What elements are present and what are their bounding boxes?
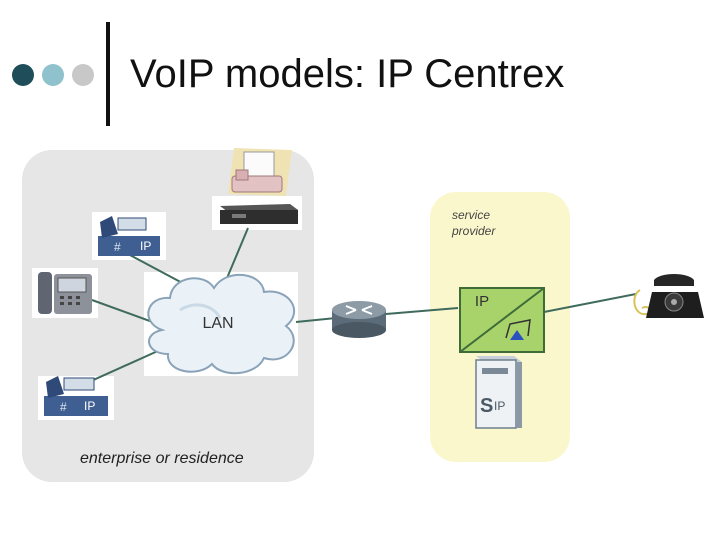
title-bullet-light bbox=[42, 64, 64, 86]
slide-title: VoIP models: IP Centrex bbox=[130, 52, 565, 96]
lan-cloud bbox=[147, 273, 296, 375]
sip-server-icon: S IP bbox=[475, 356, 522, 429]
link-phone1-lan bbox=[127, 253, 189, 287]
link-phone2-lan bbox=[91, 299, 159, 325]
ip-phone-icon-2 bbox=[38, 272, 92, 314]
title-bullet-dark bbox=[12, 64, 34, 86]
title-divider bbox=[106, 22, 110, 126]
fax-icon bbox=[228, 148, 292, 196]
service-provider-caption: service provider bbox=[452, 208, 496, 238]
link-lan-router bbox=[295, 317, 337, 323]
adapter-icon bbox=[220, 204, 298, 224]
ip-phone-icon-1: # IP bbox=[98, 216, 160, 256]
router-icon bbox=[332, 301, 386, 338]
svg-text:IP: IP bbox=[84, 399, 95, 413]
ip-gateway-icon bbox=[459, 287, 545, 353]
gateway-label: IP bbox=[475, 293, 489, 310]
svg-text:S: S bbox=[480, 395, 493, 417]
svg-text:#: # bbox=[60, 400, 67, 414]
enterprise-caption: enterprise or residence bbox=[80, 450, 244, 467]
pstn-phone-icon bbox=[633, 274, 704, 318]
link-router-gateway bbox=[385, 307, 459, 315]
lan-label: LAN bbox=[202, 315, 233, 332]
svg-text:IP: IP bbox=[494, 399, 505, 413]
ip-phone-icon-3: # IP bbox=[44, 376, 108, 416]
svg-text:#: # bbox=[114, 240, 121, 254]
title-bullet-gray bbox=[72, 64, 94, 86]
svg-text:IP: IP bbox=[140, 239, 151, 253]
link-gateway-pstn bbox=[543, 293, 637, 313]
